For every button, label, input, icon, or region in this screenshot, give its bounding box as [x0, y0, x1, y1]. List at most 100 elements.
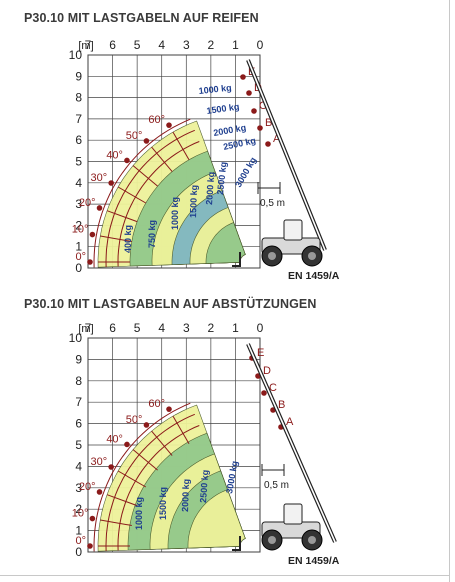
angle-dot: [96, 489, 103, 495]
angle-dot: [89, 231, 96, 238]
angle-label: 30°: [91, 456, 108, 468]
x-tick-label: 1: [232, 321, 239, 335]
x-tick-label: 7: [85, 38, 92, 52]
angle-dot: [143, 422, 150, 428]
x-tick-label: 6: [109, 321, 116, 335]
angle-dot: [87, 259, 93, 265]
y-tick-label: 10: [69, 331, 83, 345]
angle-line: [106, 494, 138, 507]
position-dot: [261, 390, 267, 396]
boom-inner: [247, 343, 336, 543]
position-dot: [257, 125, 263, 131]
y-tick-label: 7: [75, 395, 82, 409]
angle-line: [100, 519, 132, 527]
position-label: A: [286, 416, 294, 428]
boom-inner: [247, 59, 326, 251]
dimension-label: 0,5 m: [264, 480, 289, 491]
position-label: B: [278, 399, 285, 411]
x-tick-label: 3: [183, 38, 190, 52]
x-tick-label: 4: [158, 321, 165, 335]
position-label: A: [273, 133, 281, 145]
chart-title-stabilisers: P30.10 MIT LASTGABELN AUF ABSTÜTZUNGEN: [24, 297, 317, 311]
position-dot: [251, 108, 257, 114]
y-tick-label: 0: [75, 545, 82, 559]
position-label: C: [259, 100, 267, 112]
extension-arc: [117, 425, 200, 551]
dimension-label: 0,5 m: [260, 198, 285, 209]
wheel-hub-icon: [308, 252, 316, 260]
angle-dot: [124, 441, 130, 448]
y-tick-label: 6: [75, 417, 82, 431]
x-tick-label: 6: [109, 38, 116, 52]
y-tick-label: 2: [75, 218, 82, 232]
position-dot: [265, 141, 271, 147]
extension-arc: [93, 402, 191, 552]
x-tick-label: 1: [232, 38, 239, 52]
load-label: 2500 kg: [215, 161, 228, 195]
fork-icon: [232, 252, 241, 267]
angle-label: 20°: [79, 197, 96, 209]
load-label: 1000 kg: [170, 197, 180, 230]
angle-dot: [166, 122, 172, 128]
load-label: 400 kg: [123, 225, 133, 253]
angle-dot: [124, 157, 130, 164]
fork-icon: [232, 536, 241, 551]
y-tick-label: 2: [75, 502, 82, 516]
angle-label: 10°: [72, 508, 89, 520]
angle-dot: [96, 205, 103, 211]
unit-label: [m]: [78, 40, 93, 52]
x-tick-label: 0: [257, 38, 264, 52]
position-dot: [246, 90, 252, 96]
angle-label: 60°: [148, 114, 165, 126]
page-border-right: [449, 0, 450, 582]
angle-line: [132, 449, 158, 471]
norm-label: EN 1459/A: [288, 270, 340, 282]
y-tick-label: 5: [75, 438, 82, 452]
y-tick-label: 1: [75, 524, 82, 538]
angle-line: [117, 470, 147, 488]
y-tick-label: 4: [75, 459, 82, 473]
angle-line: [172, 415, 190, 445]
angle-label: 50°: [126, 130, 143, 142]
chart-title-tyres: P30.10 MIT LASTGABELN AUF REIFEN: [24, 11, 259, 25]
angle-dot: [166, 406, 172, 412]
angle-dot: [143, 138, 150, 144]
angle-line: [172, 131, 190, 161]
position-label: C: [269, 382, 277, 394]
angle-line: [151, 430, 173, 456]
y-tick-label: 10: [69, 48, 83, 62]
angle-dot: [108, 180, 114, 186]
x-tick-label: 5: [134, 38, 141, 52]
angle-line: [106, 210, 138, 223]
load-label: 750 kg: [147, 220, 157, 248]
wheel-hub-icon: [268, 536, 276, 544]
x-tick-label: 7: [85, 321, 92, 335]
unit-label: [m]: [78, 323, 93, 335]
angle-label: 0°: [75, 251, 86, 263]
vehicle-cab: [283, 503, 303, 525]
x-tick-label: 2: [208, 321, 215, 335]
angle-label: 20°: [79, 481, 96, 493]
y-tick-label: 9: [75, 69, 82, 83]
angle-label: 40°: [106, 149, 123, 161]
load-label: 1500 kg: [158, 487, 168, 520]
load-label: 1500 kg: [188, 185, 199, 218]
angle-line: [132, 165, 158, 187]
x-tick-label: 5: [134, 321, 141, 335]
angle-dot: [87, 543, 93, 549]
extension-arc: [117, 141, 200, 267]
y-tick-label: 3: [75, 197, 82, 211]
load-label: 1000 kg: [134, 497, 144, 530]
y-tick-label: 0: [75, 261, 82, 275]
position-label: B: [265, 117, 272, 129]
angle-label: 0°: [75, 535, 86, 547]
wheel-hub-icon: [268, 252, 276, 260]
load-label: 2000 kg: [180, 479, 191, 512]
y-tick-label: 7: [75, 112, 82, 126]
extension-arc: [105, 413, 195, 552]
extension-arc: [93, 118, 191, 268]
vehicle-cab: [283, 219, 303, 241]
load-label: 1000 kg: [198, 83, 232, 96]
